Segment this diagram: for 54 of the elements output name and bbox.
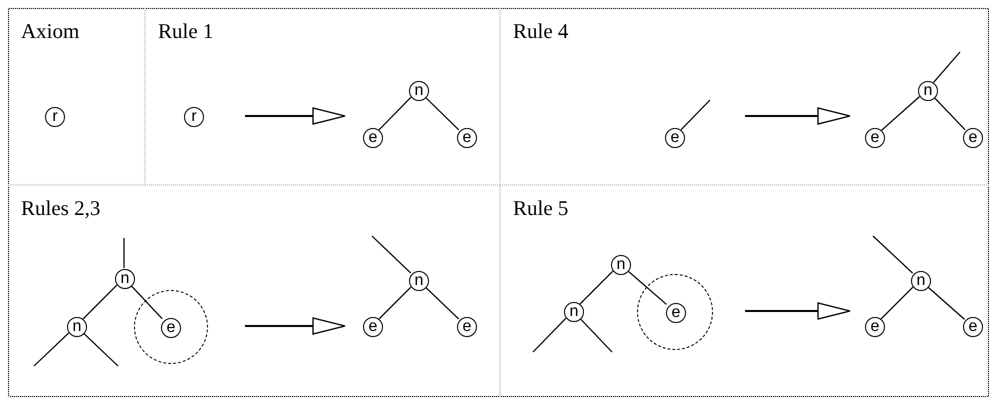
node-circle: e bbox=[161, 318, 181, 338]
tree-edge bbox=[580, 270, 614, 304]
tree-edge bbox=[378, 286, 412, 320]
node-circle: e bbox=[963, 317, 983, 337]
tree-edge bbox=[927, 286, 965, 320]
tree-edge bbox=[123, 238, 125, 268]
tree-edge bbox=[424, 96, 460, 130]
node-circle: n bbox=[911, 271, 931, 291]
tree-edge bbox=[872, 236, 914, 274]
node-circle: r bbox=[45, 107, 65, 127]
tree-edge bbox=[933, 52, 960, 83]
tree-edge bbox=[627, 270, 667, 305]
rule-panel bbox=[500, 185, 989, 397]
tree-edge bbox=[579, 318, 612, 352]
node-circle: n bbox=[918, 81, 938, 101]
node-circle: e bbox=[665, 128, 685, 148]
tree-edge bbox=[680, 100, 710, 130]
rule-panel bbox=[500, 8, 989, 185]
tree-edge bbox=[532, 318, 566, 352]
node-circle: e bbox=[666, 303, 686, 323]
node-circle: r bbox=[184, 107, 204, 127]
tree-edge bbox=[82, 284, 118, 320]
dashed-circle bbox=[637, 274, 713, 350]
node-circle: e bbox=[865, 317, 885, 337]
node-circle: e bbox=[363, 317, 383, 337]
panel-title: Rule 1 bbox=[158, 19, 214, 44]
node-circle: e bbox=[963, 128, 983, 148]
dashed-circle bbox=[134, 290, 208, 364]
node-circle: e bbox=[457, 128, 477, 148]
node-circle: n bbox=[409, 81, 429, 101]
tree-edge bbox=[34, 332, 70, 366]
node-circle: e bbox=[865, 128, 885, 148]
tree-edge bbox=[880, 286, 914, 320]
node-circle: n bbox=[564, 302, 584, 322]
panel-title: Rules 2,3 bbox=[21, 196, 100, 221]
tree-edge bbox=[82, 332, 118, 366]
tree-edge bbox=[378, 96, 412, 130]
rule-panel bbox=[8, 8, 145, 185]
node-circle: e bbox=[363, 128, 383, 148]
node-circle: n bbox=[67, 317, 87, 337]
tree-edge bbox=[424, 286, 460, 320]
rule-panel bbox=[145, 8, 500, 185]
rule-panel bbox=[8, 185, 500, 397]
tree-edge bbox=[933, 96, 966, 130]
node-circle: e bbox=[457, 317, 477, 337]
tree-edge bbox=[372, 236, 412, 274]
panel-title: Rule 5 bbox=[513, 196, 568, 221]
panel-title: Axiom bbox=[21, 19, 80, 44]
node-circle: n bbox=[611, 255, 631, 275]
node-circle: n bbox=[115, 269, 135, 289]
tree-edge bbox=[881, 96, 920, 131]
panel-title: Rule 4 bbox=[513, 19, 568, 44]
tree-edge bbox=[130, 284, 163, 320]
node-circle: n bbox=[409, 271, 429, 291]
